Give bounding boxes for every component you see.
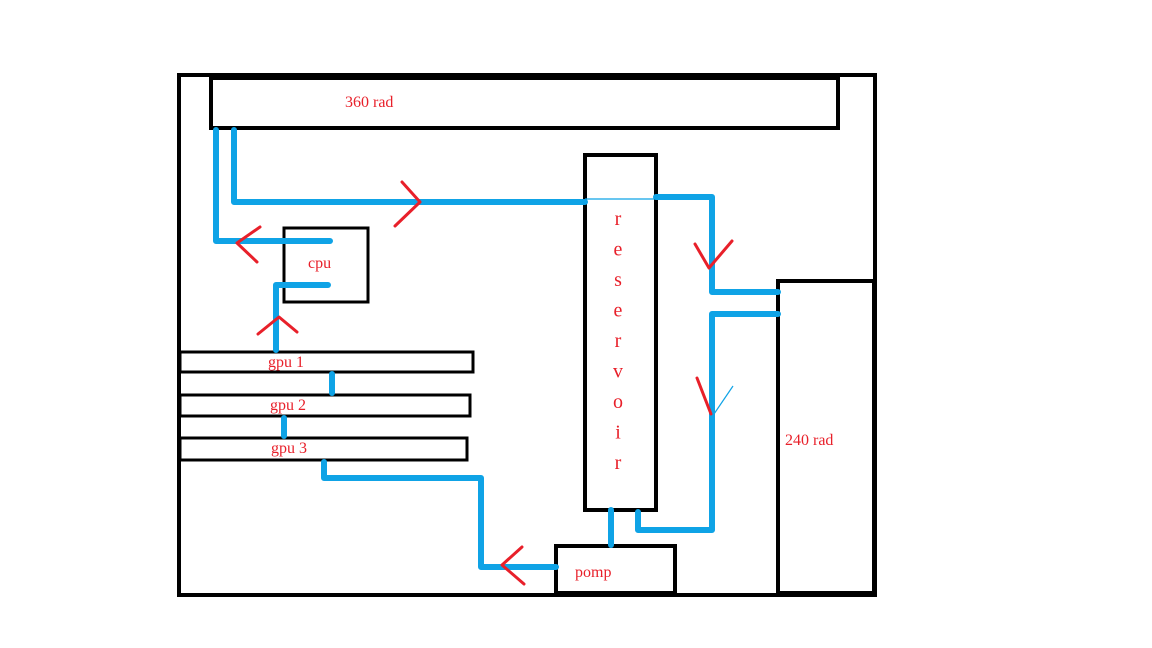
reservoir-tank — [583, 153, 658, 512]
rad240-label: 240 rad — [785, 432, 833, 449]
tube-reservoir-to-rad240 — [653, 194, 781, 295]
tube-cpu-to-rad360 — [213, 127, 333, 244]
pump-block — [554, 544, 677, 595]
gpu-3-card — [178, 436, 469, 462]
flow-arrow-left-2-icon — [500, 545, 526, 586]
flow-arrow-left-icon — [235, 225, 262, 264]
gpu2-label: gpu 2 — [270, 397, 306, 414]
tubing — [213, 127, 781, 570]
tube-rad360-to-reservoir — [231, 127, 588, 205]
gpu-1-card — [178, 350, 475, 374]
cpu-block — [282, 226, 370, 304]
gpu1-label: gpu 1 — [268, 354, 304, 371]
gpu-2-card — [178, 393, 472, 418]
pc-case — [177, 73, 877, 597]
tube-pump-to-gpu3 — [321, 459, 559, 570]
pump-label: pomp — [575, 564, 611, 581]
radiator-360 — [209, 76, 840, 130]
flow-arrow-down-icon — [693, 239, 734, 270]
flow-arrow-right-icon — [393, 180, 422, 228]
cpu-label: cpu — [308, 255, 331, 272]
radiator-240 — [776, 279, 876, 595]
rad360-label: 360 rad — [345, 94, 393, 111]
tube-gpu1-to-cpu — [273, 282, 331, 353]
tube-thin-stroke — [713, 385, 734, 415]
flow-arrow-up-icon — [256, 315, 299, 336]
gpu3-label: gpu 3 — [271, 440, 307, 457]
flow-arrow-down-2-icon — [695, 376, 713, 416]
tube-rad240-return — [635, 311, 781, 533]
